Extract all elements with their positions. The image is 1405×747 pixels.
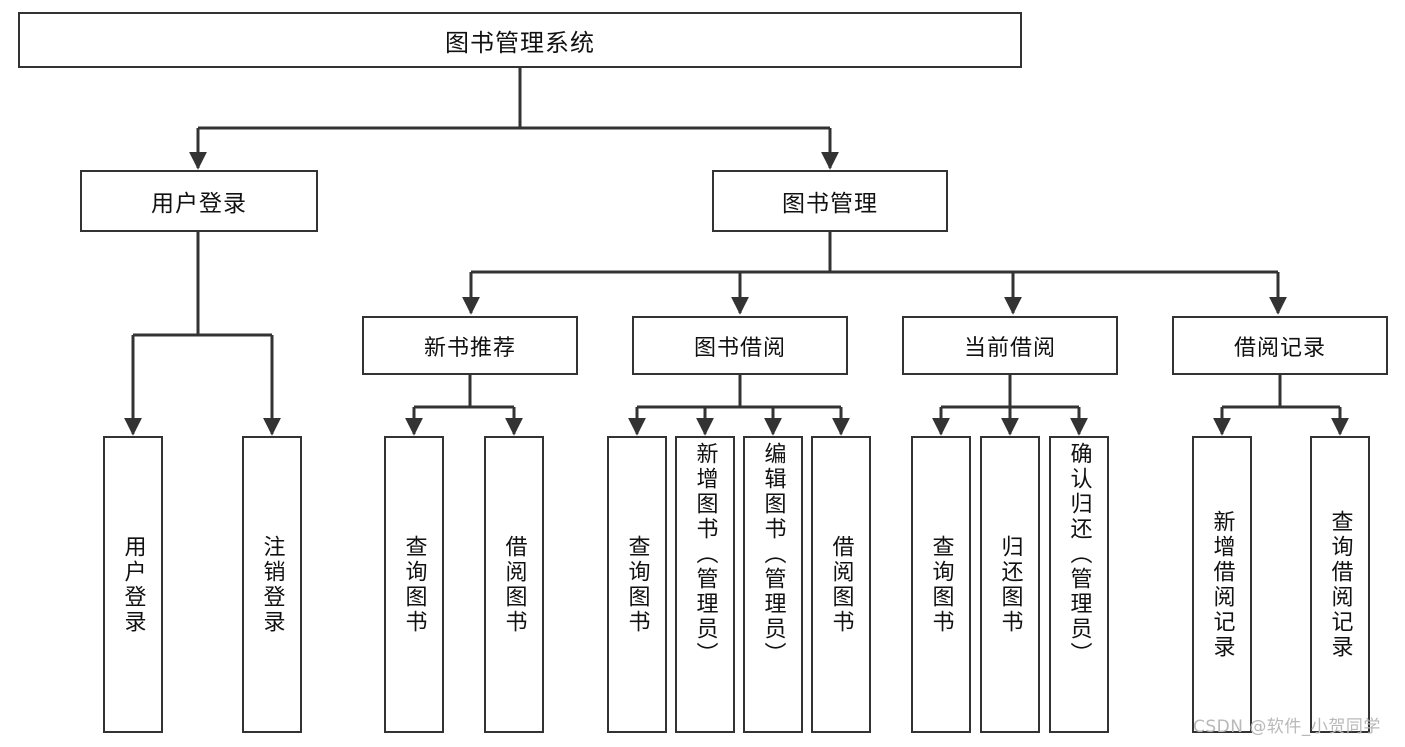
node-root[interactable]: 图书管理系统 (18, 12, 1022, 68)
node-user-login-label: 用户登录 (151, 191, 247, 217)
leaf-query-book-borrow[interactable]: 查询图书 (607, 436, 667, 733)
node-new-book-recommend[interactable]: 新书推荐 (362, 316, 578, 375)
node-new-book-recommend-label: 新书推荐 (423, 335, 516, 361)
csdn-watermark: CSDN @软件_小贺同学 (1193, 717, 1381, 737)
leaf-query-borrow-record-label: 查询借阅记录 (1327, 509, 1353, 660)
leaf-query-book-current[interactable]: 查询图书 (911, 436, 971, 733)
node-book-borrow[interactable]: 图书借阅 (632, 316, 848, 375)
leaf-confirm-return-admin-label: 确认归还（管理员） (1066, 442, 1092, 667)
leaf-logout[interactable]: 注销登录 (242, 436, 302, 733)
node-borrow-record-label: 借阅记录 (1233, 335, 1326, 361)
leaf-return-book-label: 归还图书 (997, 534, 1023, 635)
leaf-borrow-book-label: 借阅图书 (828, 534, 854, 635)
leaf-add-book-admin[interactable]: 新增图书（管理员） (675, 436, 735, 733)
leaf-borrow-book-recommend-label: 借阅图书 (501, 534, 527, 635)
leaf-query-book-borrow-label: 查询图书 (624, 534, 650, 635)
leaf-user-login[interactable]: 用户登录 (103, 436, 163, 733)
node-user-login[interactable]: 用户登录 (80, 170, 318, 232)
leaf-query-book-recommend-label: 查询图书 (401, 534, 427, 635)
node-borrow-record[interactable]: 借阅记录 (1172, 316, 1388, 375)
leaf-query-book-current-label: 查询图书 (928, 534, 954, 635)
leaf-add-borrow-record-label: 新增借阅记录 (1209, 509, 1235, 660)
node-current-borrow-label: 当前借阅 (963, 335, 1056, 361)
leaf-query-book-recommend[interactable]: 查询图书 (384, 436, 444, 733)
leaf-query-borrow-record[interactable]: 查询借阅记录 (1310, 436, 1370, 733)
leaf-borrow-book[interactable]: 借阅图书 (811, 436, 871, 733)
leaf-add-book-admin-label: 新增图书（管理员） (692, 442, 718, 667)
node-book-borrow-label: 图书借阅 (693, 335, 786, 361)
node-book-manage[interactable]: 图书管理 (712, 170, 948, 232)
leaf-edit-book-admin[interactable]: 编辑图书（管理员） (743, 436, 803, 733)
node-root-label: 图书管理系统 (445, 28, 595, 57)
leaf-confirm-return-admin[interactable]: 确认归还（管理员） (1049, 436, 1109, 733)
leaf-add-borrow-record[interactable]: 新增借阅记录 (1192, 436, 1252, 733)
leaf-logout-label: 注销登录 (259, 534, 285, 635)
leaf-borrow-book-recommend[interactable]: 借阅图书 (484, 436, 544, 733)
leaf-edit-book-admin-label: 编辑图书（管理员） (760, 442, 786, 667)
leaf-user-login-label: 用户登录 (120, 534, 146, 635)
node-book-manage-label: 图书管理 (782, 191, 878, 217)
leaf-return-book[interactable]: 归还图书 (980, 436, 1040, 733)
node-current-borrow[interactable]: 当前借阅 (902, 316, 1118, 375)
